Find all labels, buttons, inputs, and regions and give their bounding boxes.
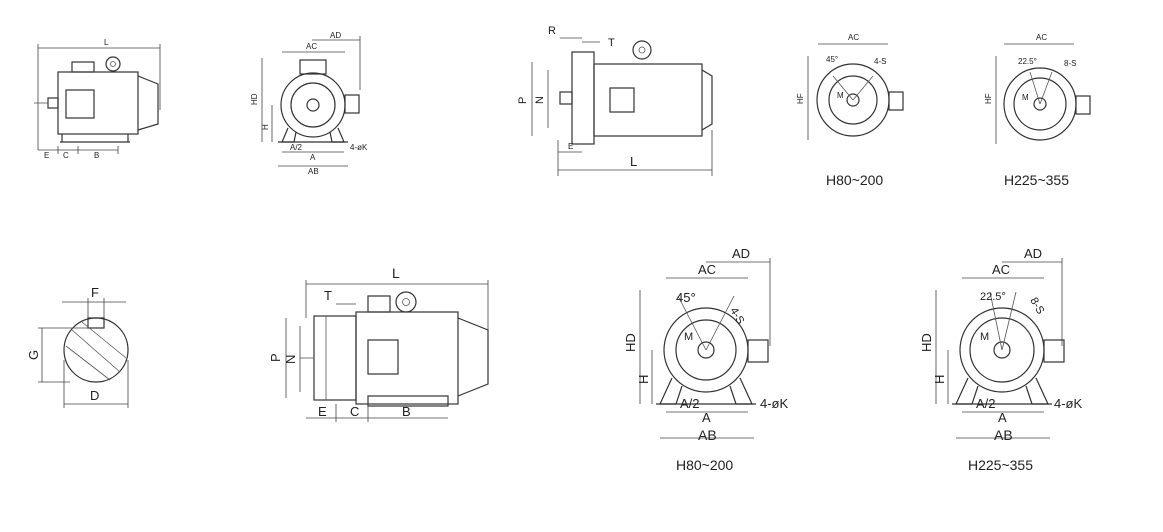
shaft-F-label: F: [91, 285, 99, 300]
bottom-side-E-label: E: [318, 404, 327, 419]
bottom-front1-angle-label: 45°: [676, 290, 696, 305]
bottom-side-view: L T P N E C B: [268, 265, 489, 422]
bottom-side-N-label: N: [283, 355, 298, 364]
bottom-front1-A2-label: A/2: [680, 396, 700, 411]
top-flange-T-label: T: [608, 37, 615, 49]
bottom-front2-HD-label: HD: [919, 333, 934, 352]
bottom-front2-caption: H225~355: [968, 457, 1033, 473]
top-hf1-M-label: M: [837, 91, 844, 100]
shaft-section-view: F G D: [26, 285, 129, 408]
bottom-front1-caption: H80~200: [676, 457, 733, 473]
top-hf1-caption: H80~200: [826, 172, 883, 188]
bottom-front2-AD-label: AD: [1024, 246, 1042, 261]
bottom-front1-K-label: 4-øK: [760, 396, 789, 411]
top-hf1-angle-label: 45°: [826, 55, 838, 64]
top-front-AD-label: AD: [330, 31, 341, 40]
top-front-HD-label: HD: [250, 93, 259, 105]
bottom-front1-M-label: M: [684, 331, 693, 343]
top-front-K-label: 4-øK: [350, 143, 368, 152]
top-front-view: AD AC HD H A/2 A AB 4-øK: [250, 31, 368, 176]
top-side-L-label: L: [104, 38, 109, 47]
top-hf2-M-label: M: [1022, 93, 1029, 102]
top-flange-R-label: R: [548, 25, 556, 37]
bottom-front1-AD-label: AD: [732, 246, 750, 261]
top-hf1-AC-label: AC: [848, 33, 859, 42]
top-hf2-S-label: 8-S: [1064, 59, 1076, 68]
top-front-AC-label: AC: [306, 42, 317, 51]
bottom-front2-K-label: 4-øK: [1054, 396, 1083, 411]
top-flange-view: R T P N E L: [517, 25, 713, 176]
bottom-front2-AC-label: AC: [992, 262, 1010, 277]
bottom-front1-HD-label: HD: [623, 333, 638, 352]
bottom-side-C-label: C: [350, 404, 359, 419]
bottom-front1-A-label: A: [702, 410, 711, 425]
bottom-front2-A2-label: A/2: [976, 396, 996, 411]
top-flange-E-label: E: [568, 142, 573, 151]
top-hf1-HF-label: HF: [796, 93, 805, 104]
top-front-AB-label: AB: [308, 167, 319, 176]
bottom-front2-angle-label: 22.5°: [980, 291, 1006, 303]
top-hf2-HF-label: HF: [984, 93, 993, 104]
top-front-A2-label: A/2: [290, 143, 303, 152]
top-hf2-angle-label: 22.5°: [1018, 57, 1037, 66]
top-hf2-caption: H225~355: [1004, 172, 1069, 188]
top-hf1-S-label: 4-S: [874, 57, 886, 66]
bottom-front1-S-label: 4-S: [727, 306, 746, 327]
bottom-side-B-label: B: [402, 404, 411, 419]
bottom-front1-AC-label: AC: [698, 262, 716, 277]
top-side-B-label: B: [94, 151, 99, 160]
bottom-front2-S-label: 8-S: [1027, 296, 1046, 317]
bottom-side-L-label: L: [392, 265, 400, 281]
bottom-front1-H-label: H: [636, 375, 651, 384]
bottom-front1-AB-label: AB: [698, 427, 717, 443]
bottom-front2-M-label: M: [980, 331, 989, 343]
shaft-G-label: G: [26, 350, 41, 360]
top-side-view: L E C B: [34, 38, 161, 160]
top-flange-L-label: L: [630, 154, 637, 169]
top-flange-P-label: P: [517, 97, 529, 104]
shaft-D-label: D: [90, 388, 99, 403]
top-side-E-label: E: [44, 151, 49, 160]
bottom-side-T-label: T: [324, 288, 332, 303]
bottom-front2-H-label: H: [932, 375, 947, 384]
top-hf-view-small: AC 45° 4-S M HF H80~200: [796, 33, 904, 188]
top-front-A-label: A: [310, 153, 316, 162]
top-hf-view-large: AC 22.5° 8-S M HF H225~355: [984, 33, 1091, 188]
top-hf2-AC-label: AC: [1036, 33, 1047, 42]
bottom-front2-AB-label: AB: [994, 427, 1013, 443]
top-side-C-label: C: [63, 151, 69, 160]
bottom-front2-A-label: A: [998, 410, 1007, 425]
top-front-H-label: H: [261, 124, 270, 130]
bottom-front-view-large: AD AC 22.5° 8-S M HD H A/2 A AB 4-øK H22…: [919, 246, 1083, 473]
bottom-side-P-label: P: [268, 353, 283, 362]
top-flange-N-label: N: [534, 96, 546, 104]
bottom-front-view-small: AD AC 45° 4-S M HD H A/2 A AB 4-øK H80~2…: [623, 246, 789, 473]
